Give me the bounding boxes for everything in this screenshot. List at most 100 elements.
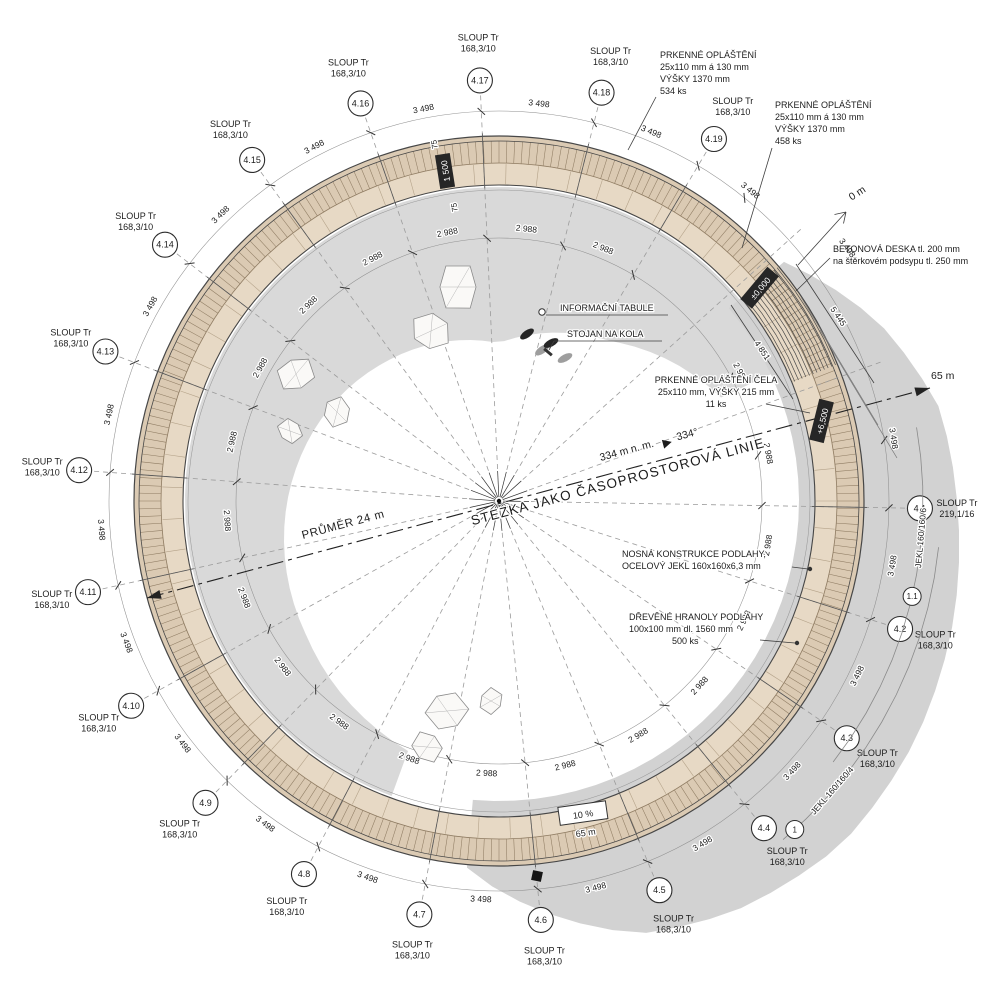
center-ray (484, 504, 498, 528)
plank-hatch-line (648, 804, 659, 824)
dim-tick (285, 339, 296, 343)
plank-hatch-line (405, 153, 412, 175)
ring-joint-line (206, 276, 251, 311)
center-ray (488, 472, 499, 498)
column-number: 4.16 (352, 98, 370, 108)
column-label: SLOUP Tr (712, 96, 753, 106)
dim-tick (265, 183, 276, 187)
plank-hatch-line (704, 215, 719, 234)
plank-hatch-line (187, 320, 207, 333)
column-label: SLOUP Tr (767, 846, 808, 856)
plank-hatch-line (183, 663, 203, 675)
center-ray (477, 503, 497, 523)
plank-hatch-line (368, 815, 377, 837)
plank-hatch-line (203, 694, 223, 708)
dim-tick (446, 754, 453, 764)
plank-hatch-line (513, 141, 515, 164)
annotation-line: PRKENNÉ OPLÁŠTĚNÍ (660, 50, 757, 60)
column-size: 168,3/10 (213, 130, 248, 140)
plank-hatch-line (654, 181, 666, 202)
plank-hatch-line (151, 407, 173, 414)
plank-hatch-line (614, 818, 623, 840)
plank-hatch-line (292, 777, 306, 797)
plank-hatch-line (172, 643, 193, 654)
plank-hatch-line (172, 348, 193, 359)
plank-hatch-line (833, 552, 855, 557)
center-ray (469, 498, 496, 502)
column-bubble (527, 906, 554, 933)
column-size: 168,3/10 (715, 107, 750, 117)
plank-hatch-line (279, 768, 294, 787)
column-size: 168,3/10 (53, 338, 88, 348)
plank-hatch-line (813, 623, 835, 632)
plank-hatch-line (142, 453, 164, 458)
plank-hatch-line (176, 650, 196, 661)
plank-hatch-line (667, 793, 680, 813)
column-size: 168,3/10 (162, 829, 197, 839)
plank-hatch-line (169, 636, 190, 647)
plank-hatch-line (757, 718, 775, 733)
entrance-ramp-lines (730, 263, 898, 459)
inner-band-joint (319, 215, 331, 233)
column-number: 4.7 (413, 909, 426, 919)
plank-hatch-line (586, 153, 593, 175)
inner-band-joint (171, 422, 191, 428)
inner-band-joint (655, 776, 667, 794)
plank-hatch-line (267, 225, 282, 243)
boulder-facet (425, 708, 469, 714)
plank-hatch-line (692, 777, 706, 797)
inner-band-joint (793, 616, 813, 625)
plank-hatch-line (571, 830, 578, 853)
plank-hatch-line (771, 287, 790, 302)
plank-hatch-line (413, 829, 419, 851)
plank-hatch-line (483, 838, 485, 861)
plank-hatch-line (483, 141, 485, 164)
dim-text: 75 (429, 139, 439, 150)
plank-hatch-line (143, 445, 165, 450)
inner-band-joint (781, 644, 800, 655)
annotation-line: PRKENNÉ OPLÁŠTĚNÍ ČELA (655, 375, 778, 385)
plank-hatch-line (564, 147, 570, 170)
inner-spacing-label: 2 988 (476, 767, 498, 778)
plank-hatch-line (836, 477, 859, 480)
plank-hatch-line (550, 835, 555, 857)
entrance-deck-plank (755, 285, 810, 376)
plank-hatch-line (748, 257, 765, 273)
column-number: 4.12 (70, 465, 88, 475)
plank-hatch-line (600, 157, 608, 179)
inner-band-joint (413, 807, 419, 828)
inner-band-joint (162, 518, 183, 520)
inner-band-joint (172, 578, 192, 585)
dim-tick (232, 478, 241, 486)
dim-tick (105, 468, 115, 477)
inner-band-joint (225, 304, 242, 317)
dim-text: 1 500 (439, 159, 452, 182)
annotation-front-cladding: PRKENNÉ OPLÁŠTĚNÍ ČELA 25x110 mm, VÝŠKY … (653, 374, 811, 414)
column-label: SLOUP Tr (50, 327, 91, 337)
entrance-deck-plank (749, 290, 803, 379)
plank-hatch-line (228, 263, 246, 279)
plank-hatch-line (339, 804, 350, 824)
inner-band-joint (292, 233, 306, 251)
plank-hatch-line (390, 157, 398, 179)
plank-hatch-line (834, 453, 856, 458)
outer-dim-circle (108, 110, 890, 892)
plank-hatch-line (779, 688, 799, 702)
plank-hatch-line (312, 789, 324, 809)
plank-hatch-line (727, 235, 743, 252)
column-size: 168,3/10 (593, 57, 628, 67)
plank-hatch-line (698, 773, 713, 792)
plank-hatch-line (213, 706, 232, 721)
entrance-deck-plank (776, 267, 836, 366)
info-board-icon (538, 308, 546, 316)
column-bubble (406, 901, 433, 928)
column-label: SLOUP Tr (78, 713, 119, 723)
plank-hatch-line (244, 246, 261, 263)
column-size: 168,3/10 (269, 907, 304, 917)
column-size: 168,3/10 (461, 43, 496, 53)
width-dim-75b: 75 (448, 200, 461, 213)
column-bubble (290, 861, 318, 888)
center-ray (474, 482, 497, 499)
column-number: 4.4 (758, 823, 771, 833)
ramp-dim-line (795, 263, 875, 384)
